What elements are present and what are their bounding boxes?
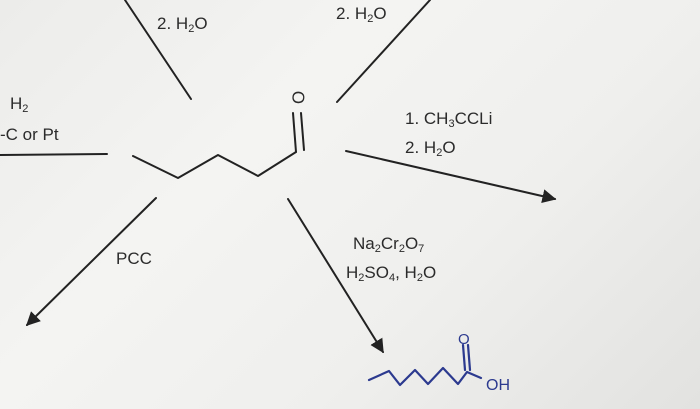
reagent-top-left: 2. H2O — [157, 14, 208, 35]
line-hydrogenation — [0, 153, 108, 156]
carbonyl-bond-1 — [292, 112, 297, 153]
arrow-top-left — [124, 0, 192, 100]
reagent-acetylide-step2: 2. H2O — [405, 138, 456, 159]
arrow-oxidation — [287, 198, 384, 354]
product-carbonyl-bond-2 — [466, 343, 472, 372]
arrow-acetylide — [345, 150, 557, 204]
arrow-top-right — [336, 0, 431, 103]
product-oxygen: O — [458, 331, 470, 348]
reagent-catalyst: -C or Pt — [0, 125, 59, 144]
product-carbonyl-bond-1 — [461, 343, 467, 372]
product-chain — [367, 366, 483, 387]
reagent-top-right: 2. H2O — [336, 4, 387, 25]
carbonyl-oxygen: O — [289, 90, 308, 104]
reagent-pcc: PCC — [116, 249, 152, 268]
product-hydroxyl: OH — [486, 377, 510, 394]
reagent-acetylide-step1: 1. CH3CCLi — [405, 109, 493, 130]
reagent-dichromate: Na2Cr2O7 — [353, 234, 425, 255]
ketone-skeleton — [132, 151, 297, 179]
reagent-acid: H2SO4, H2O — [346, 263, 437, 284]
carbonyl-bond-2 — [300, 112, 305, 151]
arrow-pcc — [26, 197, 157, 326]
reagent-hydrogen: H2 — [10, 94, 29, 115]
